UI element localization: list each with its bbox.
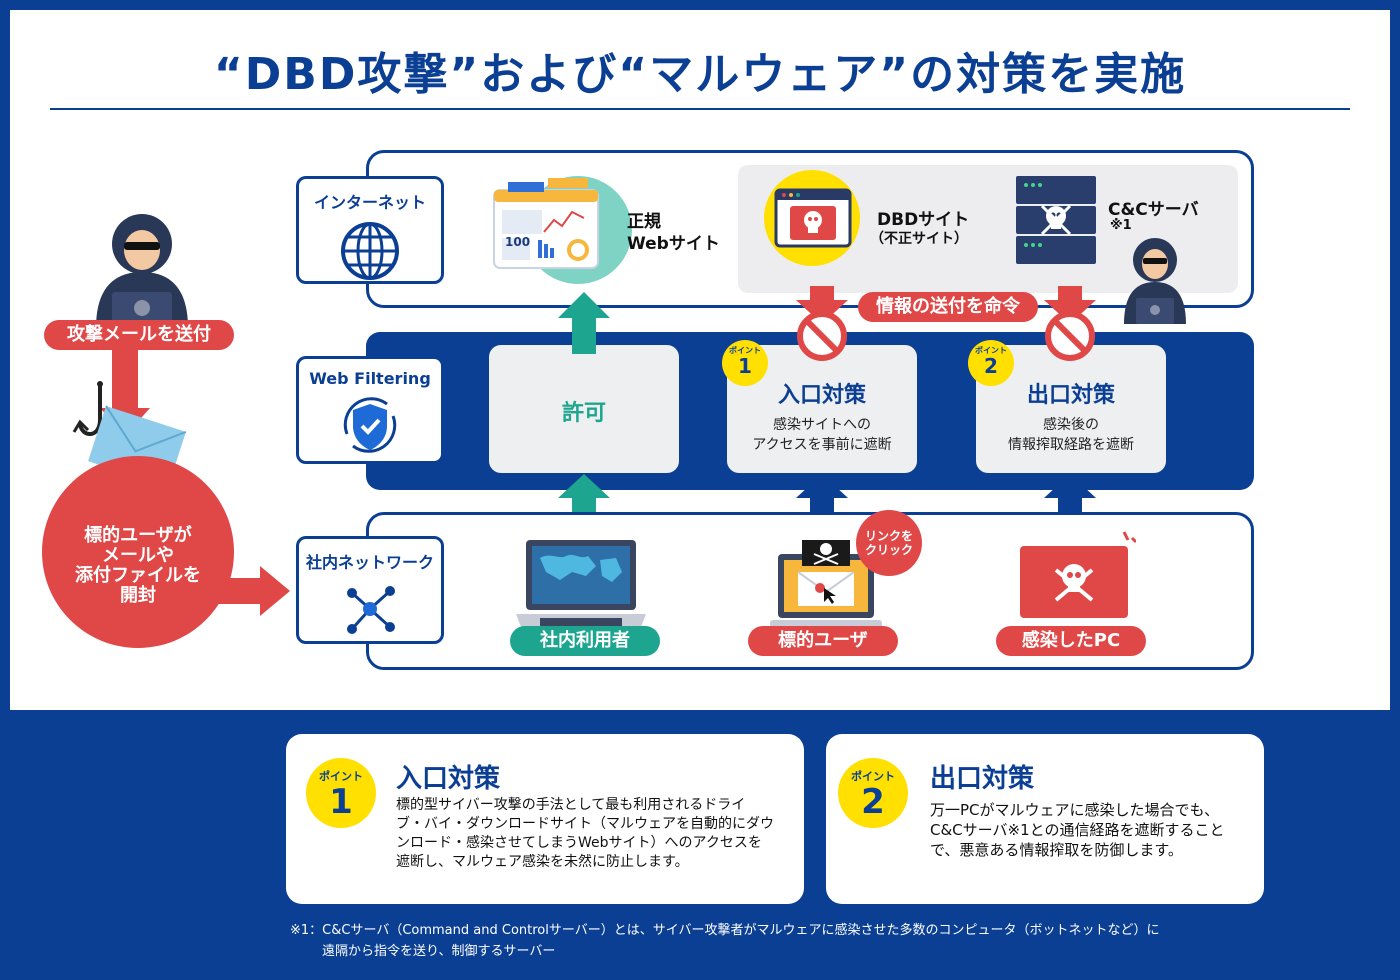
card-2-point-prefix: ポイント xyxy=(851,770,895,783)
internet-zone-label: インターネット xyxy=(296,176,444,284)
network-nodes-icon xyxy=(347,586,395,634)
card-2-body: 万一PCがマルウェアに感染した場合でも、 C&Cサーバ※1との通信経路を遮断する… xyxy=(930,800,1224,860)
arrows-layer xyxy=(100,286,1096,616)
dbd-site-icon xyxy=(764,170,860,266)
title-divider xyxy=(50,108,1350,110)
footnote-line-2: 遠隔から指令を送り、制御するサーバー xyxy=(322,944,556,959)
hacker-small-icon xyxy=(1124,238,1186,324)
card-2-body-line-3: で、悪意ある情報搾取を防御します。 xyxy=(930,841,1183,859)
target-opens-line-1: 標的ユーザが xyxy=(84,525,192,546)
navy-arrow-exit xyxy=(1044,474,1096,522)
cc-server-icon xyxy=(1016,176,1096,264)
teal-arrow-upper xyxy=(558,292,610,354)
shield-check-icon xyxy=(343,397,397,453)
page-title: “DBD攻撃”および“マルウェア”の対策を実施 xyxy=(213,49,1187,100)
internal-network-label: 社内ネットワーク xyxy=(296,536,444,644)
card-2-title: 出口対策 xyxy=(930,764,1035,794)
infected-pc-label: 感染したPC xyxy=(996,626,1146,656)
internet-label-text: インターネット xyxy=(313,193,426,212)
point-2-card: ポイント 2 出口対策 万一PCがマルウェアに感染した場合でも、 C&Cサーバ※… xyxy=(826,734,1264,904)
allow-label: 許可 xyxy=(561,401,606,426)
internal-network-label-text: 社内ネットワーク xyxy=(305,553,434,572)
card-1-title: 入口対策 xyxy=(396,764,501,794)
target-user-label: 標的ユーザ xyxy=(748,626,898,656)
click-bubble: リンクを クリック xyxy=(856,510,922,576)
globe-icon xyxy=(341,222,399,280)
legit-website-icon xyxy=(493,176,632,284)
card-2-body-line-1: 万一PCがマルウェアに感染した場合でも、 xyxy=(930,801,1220,819)
point-1-card: ポイント 1 入口対策 標的型サイバー攻撃の手法として最も利用されるドライ ブ・… xyxy=(286,734,804,904)
cc-server-note: ※1 xyxy=(1110,218,1132,233)
card-1-point-prefix: ポイント xyxy=(319,770,363,783)
target-opens-line-3: 添付ファイルを xyxy=(75,565,201,586)
card-1-body-line-2: ブ・バイ・ダウンロードサイト（マルウェアを自動的にダウ xyxy=(396,816,774,832)
send-mail-label: 攻撃メールを送付 xyxy=(44,320,234,350)
web-filtering-label: Web Filtering xyxy=(296,356,444,464)
legit-site-stat: 100 xyxy=(505,235,531,249)
red-arrow-cc xyxy=(1044,286,1096,324)
card-2-point-number: 2 xyxy=(861,782,885,822)
entry-defense-desc-1: 感染サイトへの xyxy=(773,417,871,433)
card-1-badge: ポイント 1 xyxy=(306,758,376,828)
card-1-point-number: 1 xyxy=(329,782,353,822)
click-bubble-line-1: リンクを xyxy=(864,529,913,543)
red-arrow-dbd xyxy=(796,286,848,324)
card-1-body-line-4: 遮断し、マルウェア感染を未然に防止します。 xyxy=(396,854,689,870)
target-opens-circle: 標的ユーザが メールや 添付ファイルを 開封 xyxy=(42,456,234,648)
target-opens-line-2: メールや xyxy=(102,545,174,566)
card-2-body-line-2: C&Cサーバ※1との通信経路を遮断すること xyxy=(930,821,1225,839)
cc-server-label: C&Cサーバ xyxy=(1108,200,1199,220)
dbd-site-label: DBDサイト xyxy=(877,210,970,230)
entry-defense-desc-2: アクセスを事前に遮断 xyxy=(752,437,892,453)
legit-site-label-2: Webサイト xyxy=(627,234,720,254)
exit-point-number: 2 xyxy=(984,354,998,378)
card-2-badge: ポイント 2 xyxy=(838,758,908,828)
footnote: ※1：C&Cサーバ（Command and Controlサーバー）とは、サイバ… xyxy=(290,920,1250,962)
navy-arrow-entry xyxy=(796,474,848,522)
entry-point-badge: ポイント 1 xyxy=(722,340,768,386)
target-opens-line-4: 開封 xyxy=(120,585,156,606)
exit-point-badge: ポイント 2 xyxy=(968,340,1014,386)
card-1-body-line-3: ンロード・感染させてしまうWebサイト）へのアクセスを xyxy=(396,835,762,851)
exit-point-prefix: ポイント xyxy=(975,346,1007,355)
exit-defense-desc-2: 情報搾取経路を遮断 xyxy=(1008,437,1134,453)
legit-site-label-1: 正規 xyxy=(627,212,661,232)
internal-user-label: 社内利用者 xyxy=(510,626,660,656)
infected-pc-icon xyxy=(1020,531,1136,618)
teal-arrow-lower xyxy=(558,474,610,522)
footnote-line-1: ※1：C&Cサーバ（Command and Controlサーバー）とは、サイバ… xyxy=(290,923,1160,938)
allow-box: 許可 xyxy=(489,345,679,473)
click-bubble-line-2: クリック xyxy=(864,543,913,557)
exit-defense-desc-1: 感染後の xyxy=(1043,417,1099,433)
attacker-icon xyxy=(96,214,188,328)
entry-point-number: 1 xyxy=(738,354,752,378)
command-label: 情報の送付を命令 xyxy=(858,292,1038,322)
entry-point-prefix: ポイント xyxy=(729,346,761,355)
card-1-body: 標的型サイバー攻撃の手法として最も利用されるドライ ブ・バイ・ダウンロードサイト… xyxy=(396,796,774,872)
web-filtering-label-text: Web Filtering xyxy=(309,369,431,388)
dbd-site-sublabel: （不正サイト） xyxy=(870,231,968,247)
entry-defense-title: 入口対策 xyxy=(777,383,866,408)
card-1-body-line-1: 標的型サイバー攻撃の手法として最も利用されるドライ xyxy=(396,797,746,813)
exit-defense-title: 出口対策 xyxy=(1026,383,1115,408)
